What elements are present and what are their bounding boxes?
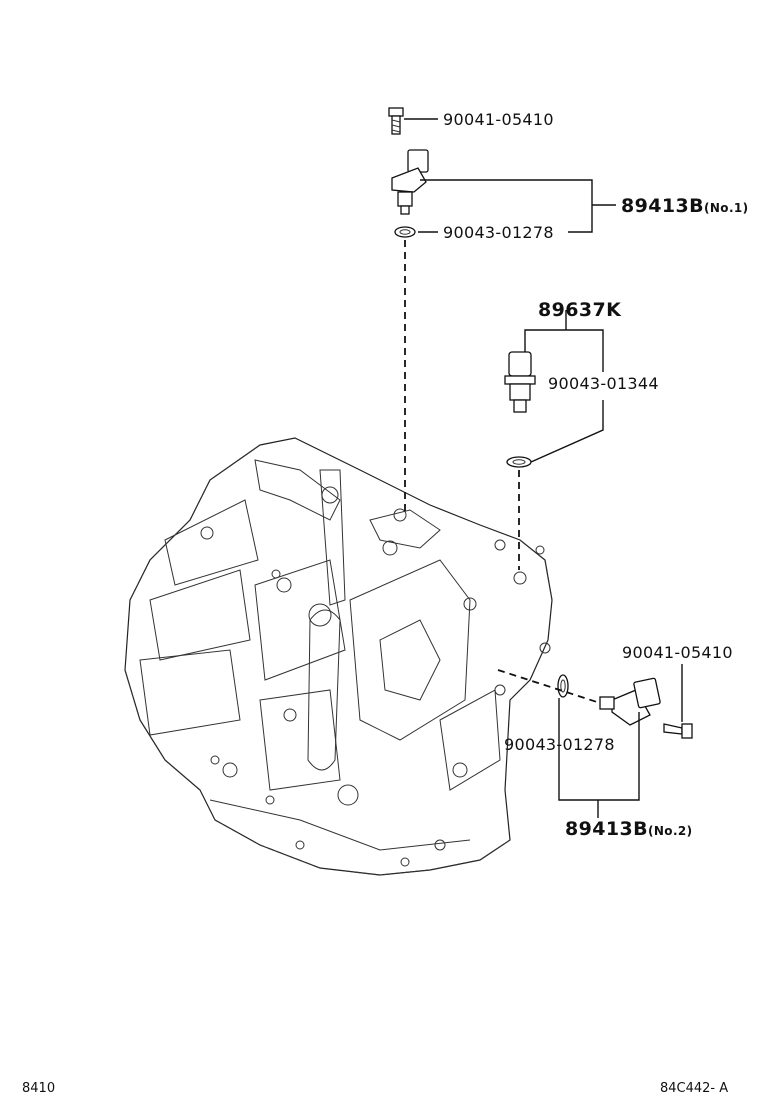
corner-code-left: 8410 — [22, 1081, 55, 1096]
label-bolt-top: 90041-05410 — [443, 110, 554, 129]
bracket-sensor-no2 — [558, 698, 640, 801]
label-sensor-no1: 89413B(No.1) — [621, 195, 749, 217]
bracket-switch — [524, 329, 604, 372]
label-bolt-right: 90041-05410 — [622, 643, 733, 662]
label-switch: 89637K — [538, 299, 622, 321]
label-oring-lower: 90043-01278 — [504, 735, 615, 754]
label-oring-top: 90043-01278 — [443, 223, 554, 242]
install-line-lower — [497, 669, 601, 704]
bracket-sensor-no1 — [420, 179, 593, 233]
corner-code-right: 84C442- A — [660, 1081, 728, 1096]
bolt-top-icon — [388, 107, 404, 135]
gasket-switch-icon — [506, 456, 532, 468]
label-gasket-switch: 90043-01344 — [548, 374, 659, 393]
label-sensor-no2: 89413B(No.2) — [565, 818, 693, 840]
leader-gasket-switch — [530, 400, 604, 463]
speed-sensor-no1-icon — [391, 149, 429, 215]
speed-sensor-no2-icon — [599, 677, 661, 726]
o-ring-top-icon — [394, 226, 416, 238]
bolt-right-icon — [663, 723, 693, 739]
pressure-switch-icon — [504, 351, 536, 413]
o-ring-lower-icon — [557, 674, 569, 698]
transmission-assembly — [124, 437, 553, 876]
